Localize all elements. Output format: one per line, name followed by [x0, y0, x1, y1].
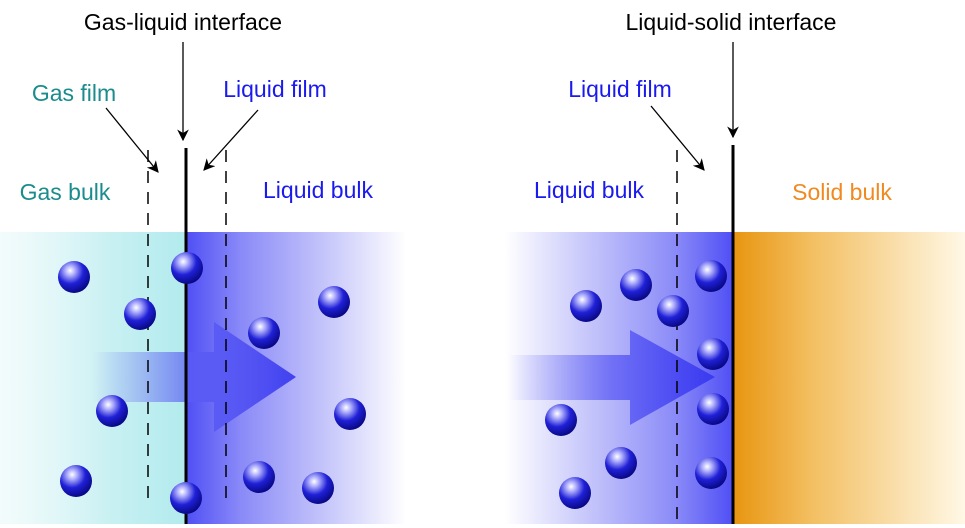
liquid-bulk-label-left: Liquid bulk [263, 177, 373, 203]
mass-transfer-arrow-icon [92, 322, 296, 432]
gas-liquid-interface-label: Gas-liquid interface [84, 9, 282, 35]
gas-film-pointer [105, 107, 159, 173]
molecules-right [545, 260, 729, 509]
molecule-sphere-icon [570, 290, 602, 322]
mass-transfer-arrow-icon [508, 330, 715, 425]
molecule-sphere-icon [657, 295, 689, 327]
molecule-sphere-icon [96, 395, 128, 427]
liquid-bulk-label-right: Liquid bulk [534, 177, 644, 203]
left-panel: Gas-liquid interface Gas film Liquid fil… [0, 9, 406, 524]
gas-bulk-label: Gas bulk [20, 179, 111, 205]
molecules-left [58, 252, 366, 514]
liquid-film-label-left: Liquid film [223, 76, 327, 102]
molecule-sphere-icon [248, 317, 280, 349]
molecule-sphere-icon [697, 338, 729, 370]
molecule-sphere-icon [302, 472, 334, 504]
molecule-sphere-icon [620, 269, 652, 301]
molecule-sphere-icon [695, 457, 727, 489]
liquid-solid-interface-label: Liquid-solid interface [626, 9, 837, 35]
molecule-sphere-icon [124, 298, 156, 330]
liquid-film-pointer-right [650, 105, 705, 171]
liquid-film-label-right: Liquid film [568, 76, 672, 102]
molecule-sphere-icon [559, 477, 591, 509]
molecule-sphere-icon [334, 398, 366, 430]
right-panel: Liquid-solid interface Liquid film Liqui… [505, 9, 965, 524]
solid-region [733, 232, 965, 524]
molecule-sphere-icon [695, 260, 727, 292]
molecule-sphere-icon [318, 286, 350, 318]
molecule-sphere-icon [170, 482, 202, 514]
molecule-sphere-icon [605, 447, 637, 479]
molecule-sphere-icon [171, 252, 203, 284]
molecule-sphere-icon [545, 404, 577, 436]
solid-bulk-label: Solid bulk [792, 179, 892, 205]
molecule-sphere-icon [60, 465, 92, 497]
molecule-sphere-icon [58, 261, 90, 293]
molecule-sphere-icon [697, 393, 729, 425]
gas-film-label: Gas film [32, 80, 116, 106]
liquid-film-pointer-left [203, 109, 259, 171]
molecule-sphere-icon [243, 461, 275, 493]
